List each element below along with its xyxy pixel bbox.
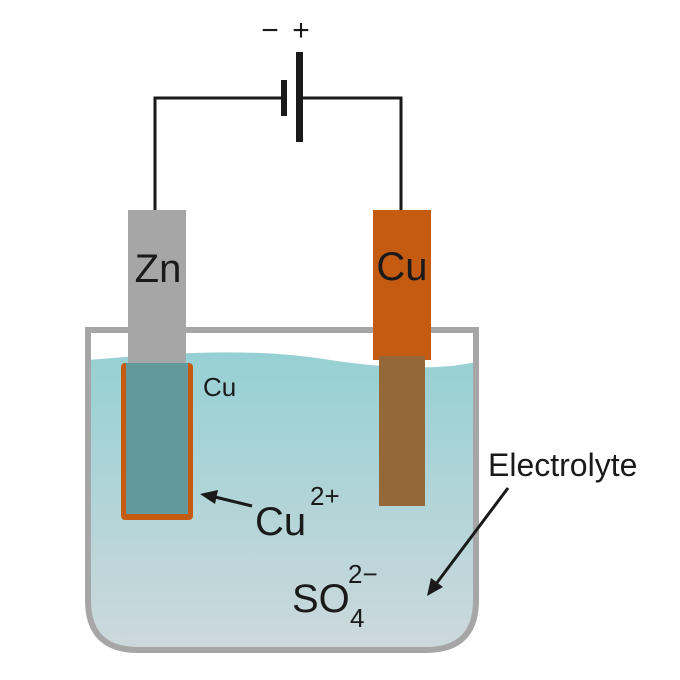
battery-plus-sign: +	[292, 14, 310, 47]
zinc-submerged-part	[126, 363, 188, 514]
wire-left	[153, 96, 283, 210]
copper-electrode-submerged	[379, 356, 425, 506]
anion-subscript: 4	[350, 603, 364, 633]
cation-symbol: Cu	[255, 500, 306, 544]
cation-charge: 2+	[310, 481, 340, 511]
battery-icon	[281, 52, 303, 142]
battery-minus-sign: −	[261, 14, 279, 47]
cation-arrow-line	[214, 495, 253, 508]
copper-electrode	[373, 210, 431, 360]
battery-positive-plate	[296, 52, 303, 142]
anion-symbol: SO	[292, 577, 350, 621]
copper-label: Cu	[376, 245, 427, 289]
battery-negative-plate	[281, 80, 287, 116]
electrolyte-label: Electrolyte	[488, 447, 637, 483]
wire-right	[301, 96, 403, 210]
anion-charge: 2−	[348, 559, 378, 589]
zinc-label: Zn	[135, 247, 182, 291]
electrolyte-arrow-line	[434, 487, 510, 585]
plating-label: Cu	[203, 372, 236, 402]
electrolyte-arrow-head	[427, 578, 443, 596]
beaker	[85, 327, 479, 653]
cation-arrow-head	[200, 490, 218, 504]
